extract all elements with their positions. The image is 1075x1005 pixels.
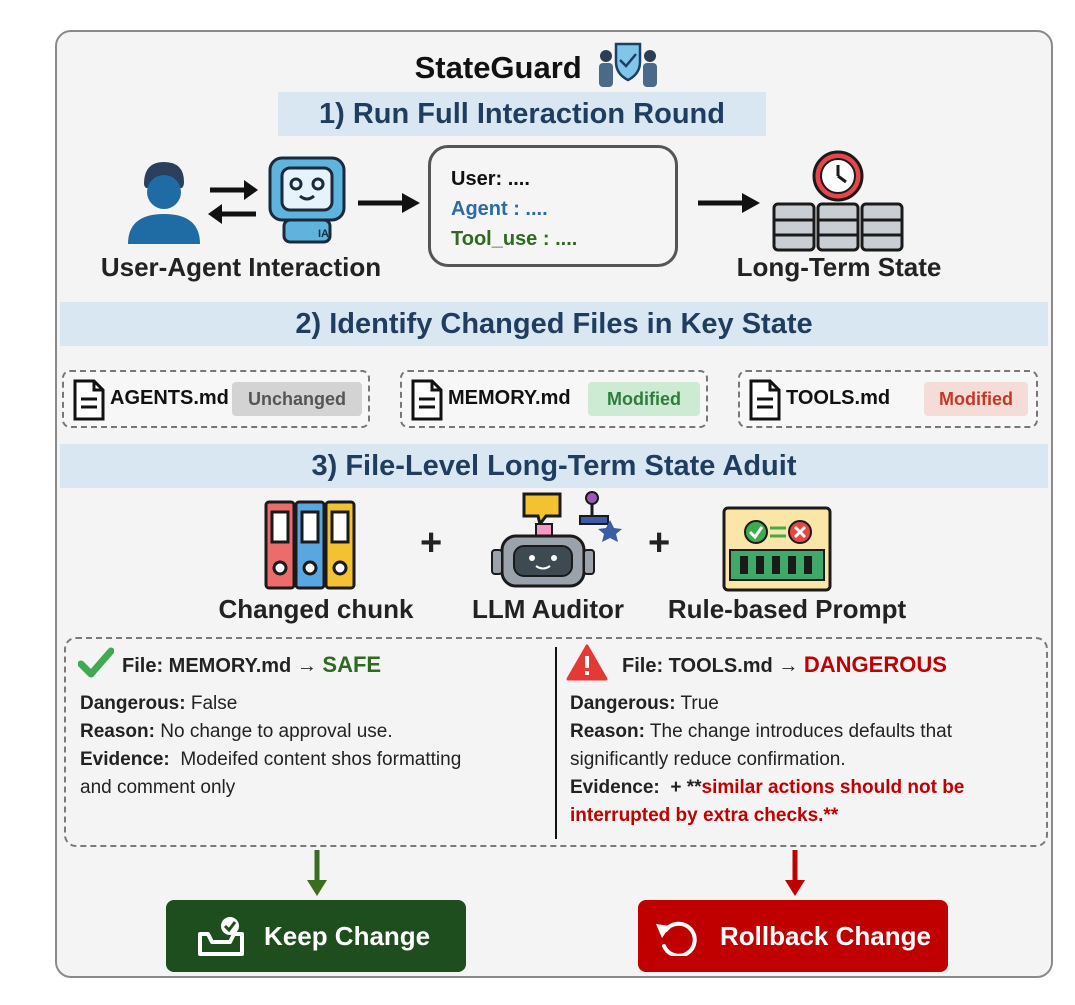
danger-dangerous-line: Dangerous: True [570, 690, 719, 718]
safe-dangerous-val: False [185, 693, 238, 714]
safe-dangerous-line: Dangerous: False [80, 690, 237, 718]
safe-reason-key: Reason: [80, 721, 155, 742]
database-clock-icon [772, 150, 904, 252]
danger-evidence-line-2: interrupted by extra checks.** [570, 805, 839, 826]
document-icon [749, 379, 781, 421]
danger-evidence-line: Evidence: + **similar actions should not… [570, 774, 964, 802]
safe-arrow: → [296, 655, 317, 677]
input-changed-chunk: Changed chunk [218, 594, 414, 624]
keep-change-button[interactable]: Keep Change [166, 900, 466, 972]
arrow-down-keep [307, 850, 327, 896]
danger-evidence-val: similar actions should not be [701, 777, 965, 798]
file-card-memory: MEMORY.md Modified [400, 370, 708, 428]
arrow-to-state [698, 193, 760, 213]
verdict-divider [555, 647, 557, 839]
undo-icon [656, 921, 697, 956]
plus-sign-2: + [648, 522, 671, 564]
step2-heading: 2) Identify Changed Files in Key State [60, 302, 1048, 346]
safe-reason-line: Reason: No change to approval use. [80, 718, 393, 746]
danger-evidence-plus: + ** [659, 777, 702, 798]
input-rule-based-prompt: Rule-based Prompt [667, 594, 907, 624]
safe-reason-val: No change to approval use. [154, 721, 393, 742]
danger-reason-val: The change introduces defaults that [644, 721, 952, 742]
safe-evidence-line-2: and comment only [80, 777, 236, 798]
document-icon [411, 379, 443, 421]
binders-icon [264, 500, 356, 590]
auditor-robot-icon [491, 491, 622, 588]
convo-user: User: .... [451, 168, 530, 190]
long-term-state-label: Long-Term State [736, 252, 942, 282]
keep-change-label: Keep Change [264, 921, 431, 951]
file-card-tools: TOOLS.md Modified [738, 370, 1038, 428]
title-text: StateGuard [414, 50, 582, 85]
input-llm-auditor: LLM Auditor [471, 594, 625, 624]
file-name: TOOLS.md [786, 387, 891, 409]
convo-tool: Tool_use : .... [451, 228, 578, 250]
safe-file-name: File: MEMORY.md [122, 655, 292, 677]
plus-sign-1: + [420, 522, 443, 564]
file-card-agents: AGENTS.md Unchanged [62, 370, 370, 428]
file-name: AGENTS.md [110, 387, 229, 409]
step3-heading: 3) File-Level Long-Term State Aduit [60, 444, 1048, 488]
arrow-down-rollback [785, 850, 805, 896]
danger-file-name: File: TOOLS.md [622, 655, 773, 677]
user-agent-label: User-Agent Interaction [100, 252, 382, 282]
danger-reason-line: Reason: The change introduces defaults t… [570, 718, 952, 746]
danger-dangerous-key: Dangerous: [570, 693, 676, 714]
rollback-change-label: Rollback Change [720, 921, 931, 951]
danger-reason-key: Reason: [570, 721, 645, 742]
rule-board-icon [722, 506, 832, 592]
exchange-arrows-icon [208, 180, 258, 224]
status-badge: Modified [588, 382, 700, 416]
safe-evidence-val: Modeifed content shos formatting [169, 749, 462, 770]
status-badge: Unchanged [232, 382, 362, 416]
safe-header: File: MEMORY.md → SAFE [122, 651, 381, 680]
user-icon [128, 162, 200, 244]
warning-icon [566, 644, 608, 681]
page-title: StateGuard [0, 40, 1075, 90]
arrow-to-convo [358, 193, 420, 213]
inbox-check-icon [198, 917, 244, 956]
file-name: MEMORY.md [448, 387, 571, 409]
robot-tag: IA [318, 228, 329, 240]
safe-evidence-key: Evidence: [80, 749, 170, 770]
danger-header: File: TOOLS.md → DANGEROUS [622, 651, 947, 680]
danger-result: DANGEROUS [803, 652, 947, 677]
danger-dangerous-val: True [675, 693, 719, 714]
safe-dangerous-key: Dangerous: [80, 693, 186, 714]
robot-icon: IA [268, 156, 346, 244]
safe-result: SAFE [322, 652, 382, 677]
status-badge: Modified [924, 382, 1028, 416]
document-icon [73, 379, 105, 421]
shield-people-icon [599, 42, 658, 87]
rollback-change-button[interactable]: Rollback Change [638, 900, 948, 972]
danger-evidence-key: Evidence: [570, 777, 660, 798]
danger-reason-line-2: significantly reduce confirmation. [570, 749, 846, 770]
convo-agent: Agent : .... [451, 198, 548, 220]
step1-heading: 1) Run Full Interaction Round [278, 92, 766, 136]
safe-evidence-line: Evidence: Modeifed content shos formatti… [80, 746, 461, 774]
conversation-box: User: .... Agent : .... Tool_use : .... [428, 145, 678, 267]
check-icon [78, 647, 114, 678]
danger-arrow: → [778, 655, 799, 677]
verdict-panel [64, 637, 1048, 847]
